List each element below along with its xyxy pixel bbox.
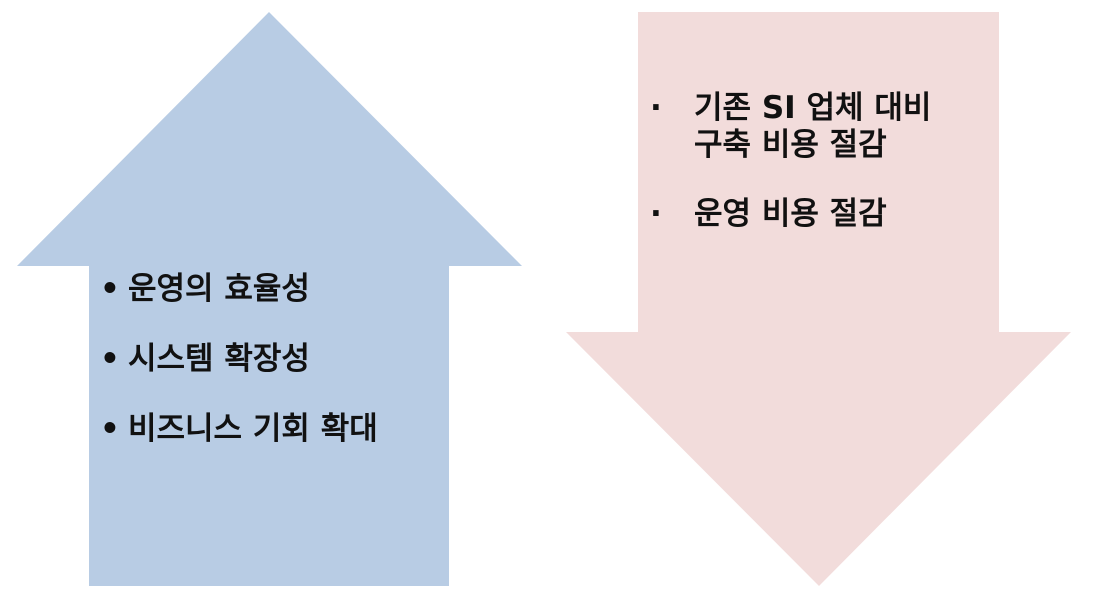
- up-arrow-item-label: 시스템 확장성: [128, 341, 310, 377]
- down-arrow-item: · 기존 SI 업체 대비 구축 비용 절감: [650, 90, 931, 164]
- up-arrow-item: • 운영의 효율성: [100, 270, 378, 309]
- down-arrow-shape: [566, 12, 1071, 586]
- bullet-icon: ·: [650, 90, 662, 126]
- up-arrow-shape: [17, 12, 522, 586]
- bullet-icon: ·: [650, 196, 662, 232]
- up-arrow-benefit-list: • 운영의 효율성 • 시스템 확장성 • 비즈니스 기회 확대: [100, 270, 378, 480]
- down-arrow-item-label: 기존 SI 업체 대비 구축 비용 절감: [694, 90, 932, 163]
- up-arrow-item: • 비즈니스 기회 확대: [100, 410, 378, 449]
- up-arrow-item-label: 운영의 효율성: [128, 271, 310, 307]
- bullet-icon: •: [100, 341, 120, 377]
- down-arrow-cost-list: · 기존 SI 업체 대비 구축 비용 절감 · 운영 비용 절감: [650, 90, 931, 265]
- down-arrow-item-label: 운영 비용 절감: [694, 196, 887, 232]
- down-arrow-item: · 운영 비용 절감: [650, 196, 931, 233]
- up-arrow-item-label: 비즈니스 기회 확대: [128, 411, 378, 447]
- up-arrow-item: • 시스템 확장성: [100, 340, 378, 379]
- bullet-icon: •: [100, 271, 120, 307]
- bullet-icon: •: [100, 411, 120, 447]
